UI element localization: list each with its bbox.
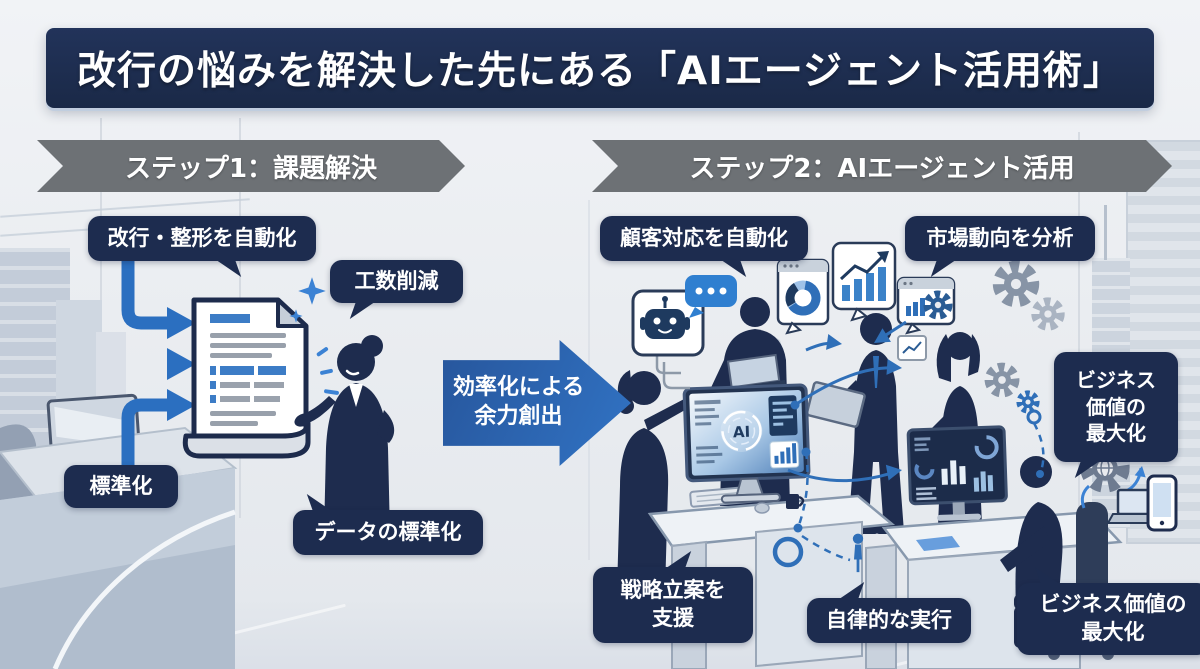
step1-banner: ステップ1：課題解決 bbox=[37, 140, 465, 192]
cup-icon bbox=[786, 494, 805, 509]
robot-chat-icon bbox=[631, 275, 737, 375]
transition-arrow-text: 効率化による 余力創出 bbox=[452, 375, 585, 429]
pie-chart-window-icon bbox=[776, 258, 830, 335]
ai-screen-label: AI bbox=[733, 423, 751, 442]
gears-icon bbox=[989, 267, 1060, 425]
label-data-standardize: データの標準化 bbox=[293, 494, 483, 555]
label-strategy-support: 戦略立案を 支援 bbox=[593, 551, 753, 643]
label-autonomous-execution: 自律的な実行 bbox=[807, 582, 971, 643]
mousepad bbox=[916, 536, 960, 551]
wall-panel-line bbox=[1078, 132, 1080, 527]
chat-bubble-icon bbox=[685, 275, 737, 318]
sparkle-icon bbox=[289, 277, 339, 395]
label-customer-support: 顧客対応を自動化 bbox=[600, 216, 808, 277]
person-tablet-man bbox=[805, 313, 904, 534]
label-market-analysis: 市場動向を分析 bbox=[905, 216, 1095, 277]
dashboard-monitor-icon bbox=[906, 425, 1008, 521]
reception-desk bbox=[0, 393, 238, 669]
page-title: 改行の悩みを解決した先にある「AIエージェント活用術」 bbox=[46, 28, 1154, 108]
person-presenting-woman bbox=[294, 335, 395, 535]
label-standardize: 標準化 bbox=[64, 465, 178, 508]
mouse-icon bbox=[754, 502, 770, 514]
mobile-devices-icon bbox=[1106, 474, 1178, 532]
document-icon bbox=[182, 297, 311, 459]
line-chart-window-icon bbox=[831, 241, 897, 322]
label-auto-format: 改行・整形を自動化 bbox=[88, 216, 316, 277]
label-workload: 工数削減 bbox=[330, 260, 463, 319]
step2-banner: ステップ2：AIエージェント活用 bbox=[592, 140, 1172, 192]
mini-chart-icon bbox=[897, 335, 927, 361]
building-antenna bbox=[1104, 205, 1107, 260]
connector-lines bbox=[662, 320, 1045, 573]
ai-monitor-icon: AI bbox=[682, 383, 811, 504]
label-business-value-side: ビジネス 価値の 最大化 bbox=[1054, 352, 1178, 478]
gear-window-icon bbox=[896, 276, 956, 335]
label-business-value-bottom: ビジネス価値の 最大化 bbox=[1017, 567, 1200, 655]
format-arrows-icon bbox=[112, 258, 196, 488]
